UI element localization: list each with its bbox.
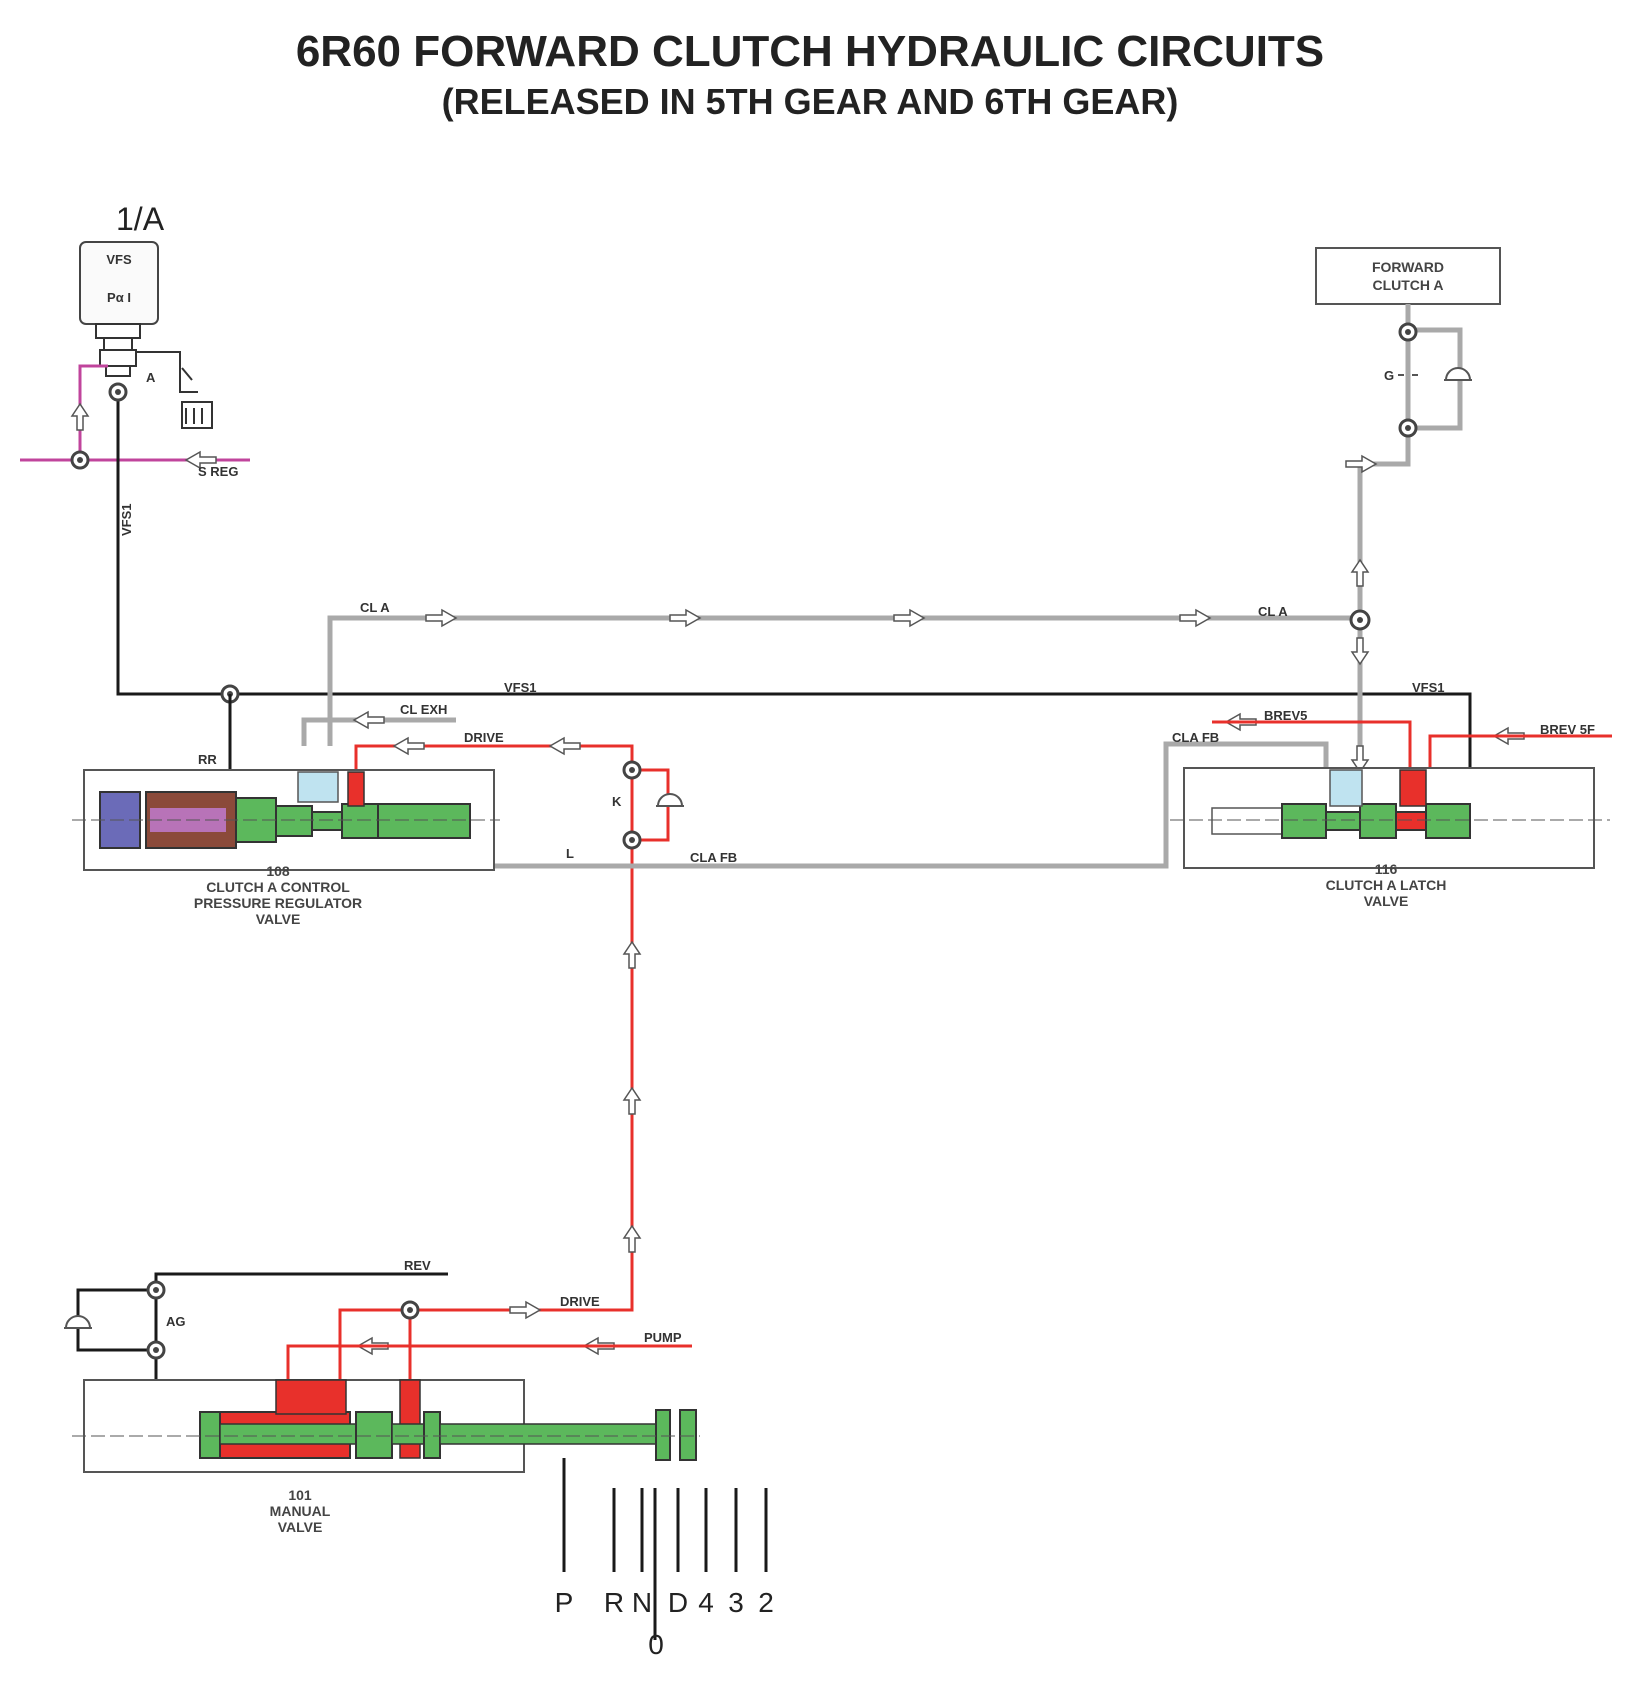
vfs1-right-label: VFS1	[1412, 680, 1445, 695]
sreg-line	[20, 364, 250, 462]
valve-101-line2: VALVE	[278, 1519, 323, 1535]
valve-116-line2: VALVE	[1364, 893, 1409, 909]
gear-d: D	[668, 1587, 688, 1618]
rev-label: REV	[404, 1258, 431, 1273]
brev5f-label: BREV 5F	[1540, 722, 1595, 737]
k-check-ball-icon	[656, 793, 684, 807]
valve-108-line2: PRESSURE REGULATOR	[194, 895, 362, 911]
rr-label: RR	[198, 752, 217, 767]
l-orifice-label: L	[566, 846, 574, 861]
gear-2: 2	[758, 1587, 774, 1618]
solenoid-id: 1/A	[116, 201, 165, 237]
valve-116-number: 116	[1375, 861, 1398, 877]
valve-108-line1: CLUTCH A CONTROL	[206, 879, 350, 895]
ag-orifice-label: AG	[166, 1314, 186, 1329]
gear-4: 4	[698, 1587, 714, 1618]
valve-116-body	[1170, 767, 1610, 869]
orifice-g-label: G	[1384, 368, 1394, 383]
cla-right-label: CL A	[1258, 604, 1288, 619]
cl-exh-line	[301, 717, 456, 746]
diagram-title: 6R60 FORWARD CLUTCH HYDRAULIC CIRCUITS	[296, 27, 1324, 76]
forward-clutch-box	[1315, 247, 1501, 305]
cla-clutch-feed	[1357, 304, 1463, 620]
k-orifice-label: K	[612, 794, 622, 809]
gear-zero: 0	[648, 1629, 664, 1660]
sreg-inflow-arrow-icon	[184, 450, 217, 470]
pump-label: PUMP	[644, 1330, 682, 1345]
solenoid-exhaust-label: A	[146, 370, 156, 385]
valve-108-body	[72, 769, 500, 871]
gear-n: N	[632, 1587, 652, 1618]
valve-108-number: 108	[266, 863, 290, 879]
brev-lines	[1212, 720, 1612, 776]
vfs1-vertical-label: VFS1	[119, 503, 134, 536]
rev-line	[76, 1272, 448, 1380]
cla-flow-arrows	[425, 558, 1370, 774]
valve-108-line3: VALVE	[256, 911, 301, 927]
cl-exh-label: CL EXH	[400, 702, 447, 717]
solenoid-valve-stem	[95, 323, 141, 377]
valve-101-number: 101	[288, 1487, 312, 1503]
valve-101-body	[72, 1379, 700, 1473]
clutch-check-ball-icon	[1444, 367, 1472, 381]
cla-line	[327, 615, 1363, 776]
vfs1-mid-label: VFS1	[504, 680, 537, 695]
gear-position-ticks	[562, 1458, 768, 1640]
cla-fb-right-label: CLA FB	[1172, 730, 1219, 745]
sreg-flow-arrow-icon	[70, 402, 90, 431]
drive-bottom-label: DRIVE	[560, 1294, 600, 1309]
brev5-label: BREV5	[1264, 708, 1307, 723]
drive-top-label: DRIVE	[464, 730, 504, 745]
solenoid-formula: Pα I	[107, 290, 131, 305]
valve-101-line1: MANUAL	[270, 1503, 331, 1519]
cla-left-label: CL A	[360, 600, 390, 615]
gear-r: R	[604, 1587, 624, 1618]
gear-p: P	[555, 1587, 574, 1618]
valve-116-line1: CLUTCH A LATCH	[1326, 877, 1447, 893]
sreg-label: S REG	[198, 464, 238, 479]
diagram-subtitle: (RELEASED IN 5TH GEAR AND 6TH GEAR)	[442, 81, 1179, 122]
forward-clutch-line1: FORWARD	[1372, 259, 1444, 275]
solenoid-exhaust-symbol	[136, 351, 213, 429]
forward-clutch-line2: CLUTCH A	[1372, 277, 1443, 293]
gear-3: 3	[728, 1587, 744, 1618]
pump-line	[286, 1310, 692, 1380]
cla-fb-bottom-label: CLA FB	[690, 850, 737, 865]
ag-check-ball-icon	[64, 1315, 92, 1329]
solenoid-name: VFS	[106, 252, 132, 267]
